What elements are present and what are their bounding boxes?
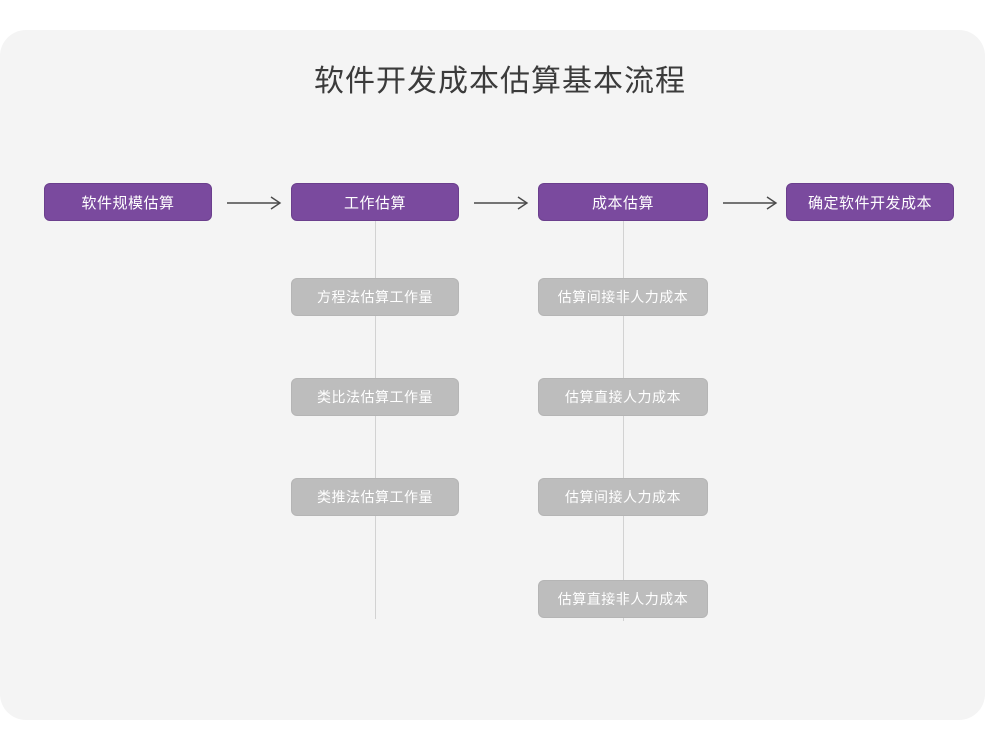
flow-node-software-size-estimation[interactable]: 软件规模估算 [44,183,212,221]
flow-node-determine-development-cost[interactable]: 确定软件开发成本 [786,183,954,221]
page-title: 软件开发成本估算基本流程 [314,65,686,98]
branch-node-direct-nonlabor-cost[interactable]: 估算直接非人力成本 [538,580,708,618]
flow-node-effort-estimation[interactable]: 工作估算 [291,183,459,221]
branch-node-direct-labor-cost[interactable]: 估算直接人力成本 [538,378,708,416]
branch-node-indirect-nonlabor-cost[interactable]: 估算间接非人力成本 [538,278,708,316]
connector-line-effort-branch [375,221,376,619]
branch-node-effort-equation-method[interactable]: 方程法估算工作量 [291,278,459,316]
arrow-right-icon-1 [227,195,285,211]
branch-node-effort-analogy-method[interactable]: 类比法估算工作量 [291,378,459,416]
connector-line-cost-branch [623,221,624,621]
flow-node-cost-estimation[interactable]: 成本估算 [538,183,708,221]
branch-node-indirect-labor-cost[interactable]: 估算间接人力成本 [538,478,708,516]
diagram-canvas [0,30,985,720]
arrow-right-icon-3 [723,195,781,211]
branch-node-effort-inference-method[interactable]: 类推法估算工作量 [291,478,459,516]
arrow-right-icon-2 [474,195,532,211]
